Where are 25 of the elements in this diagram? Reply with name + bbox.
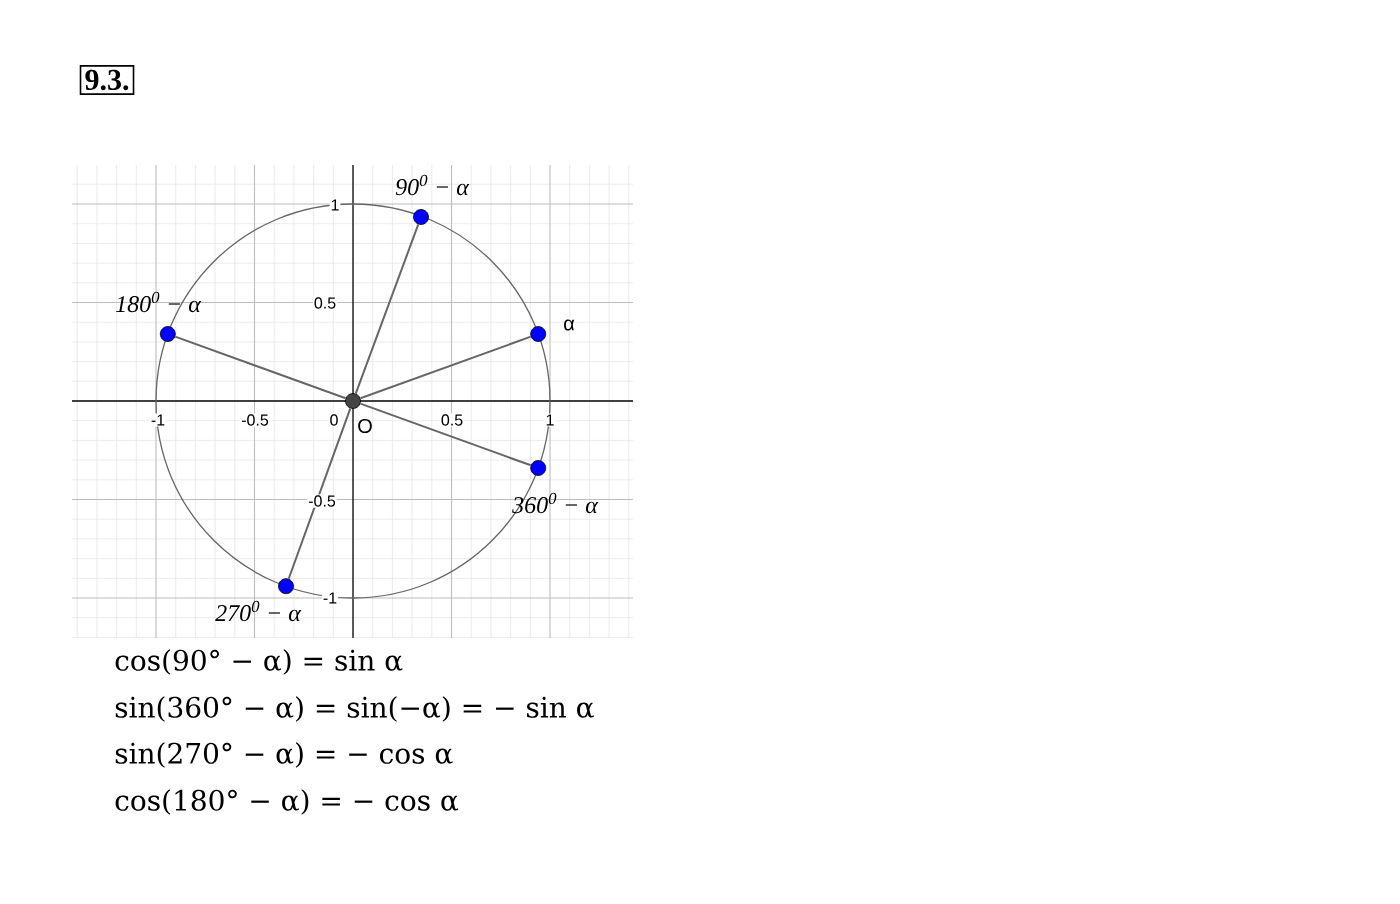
point-label: 360$^{0}$ − α: [512, 492, 599, 514]
formula: sin(360° − α) = sin(−α) = − sin α: [115, 696, 594, 722]
tick-label: 1: [544, 413, 556, 427]
tick-label: 0: [328, 413, 340, 427]
formula: cos(90° − α) = sin α: [115, 649, 403, 675]
point-label: 180$^{0}$ − α: [116, 291, 202, 313]
problem-number: 9.3.: [79, 65, 135, 95]
tick-label: 1: [329, 198, 341, 212]
line-segment: [287, 407, 352, 580]
tick-label: -1: [321, 591, 339, 605]
tick-label: 0.5: [312, 296, 338, 310]
point-label: 270$^{0}$ − α: [215, 600, 302, 622]
formula: cos(180° − α) = − cos α: [115, 789, 459, 815]
tick-label: 0.5: [439, 413, 465, 427]
line-segment: [354, 223, 420, 395]
line-segment: [359, 335, 532, 400]
tick-label: -1: [149, 413, 167, 427]
point-label: O: [358, 418, 372, 434]
point-label: 90$^{0}$ − α: [395, 174, 470, 196]
tick-label: -0.5: [240, 413, 270, 427]
formula: sin(270° − α) = − cos α: [115, 742, 453, 768]
point-label: α: [564, 319, 575, 331]
line-segment: [174, 335, 347, 400]
tick-label: -0.5: [307, 494, 337, 508]
line-segment: [359, 402, 532, 467]
